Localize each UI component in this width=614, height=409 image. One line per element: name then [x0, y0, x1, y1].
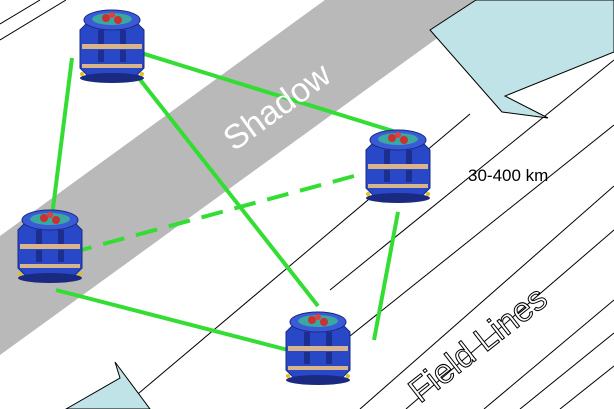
satellite-bottom: [285, 311, 351, 386]
shadow-band: [0, 0, 490, 355]
link-right-bottom: [372, 211, 400, 341]
satellite-left: [17, 209, 83, 284]
satellite-top-left: [79, 9, 145, 84]
link-lines: [48, 42, 400, 352]
direction-arrow-bottom: [64, 361, 151, 409]
link-topleft-left: [48, 57, 74, 233]
satellite-right: [365, 129, 431, 204]
link-right-left: [73, 174, 355, 254]
link-topleft-right: [111, 42, 397, 134]
distance-label: 30-400 km: [468, 166, 548, 185]
link-left-bottom: [55, 288, 289, 352]
direction-arrow-top: [429, 0, 614, 119]
link-topleft-bottom: [132, 70, 320, 308]
field-lines-label: Field Lines: [402, 279, 555, 409]
